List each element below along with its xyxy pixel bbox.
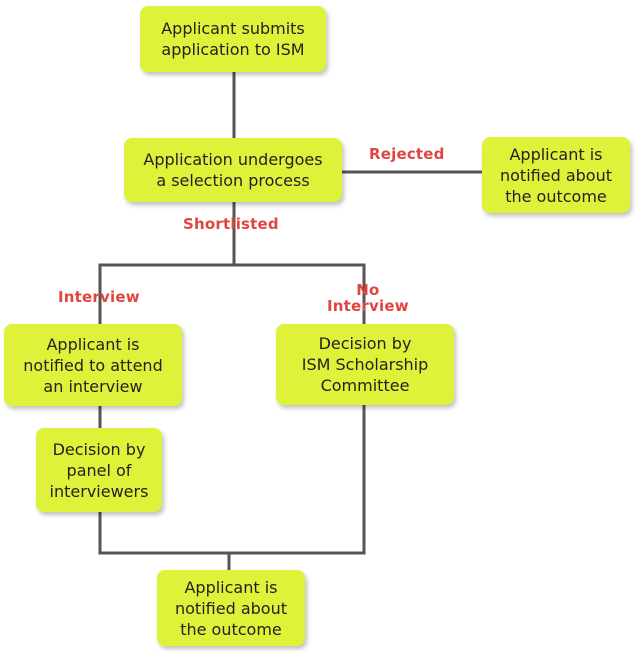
node-final-outcome: Applicant is notified about the outcome [157, 570, 305, 646]
node-selection-process-text: Application undergoes a selection proces… [143, 150, 323, 190]
label-rejected: Rejected [369, 145, 445, 163]
connector-panel-to-final [98, 510, 231, 572]
node-final-outcome-text: Applicant is notified about the outcome [175, 577, 287, 639]
label-no-interview: No Interview [327, 281, 409, 315]
node-rejected-outcome: Applicant is notified about the outcome [482, 137, 630, 213]
node-committee-decision-text: Decision by ISM Scholarship Committee [301, 334, 429, 395]
node-panel-decision: Decision by panel of interviewers [36, 428, 162, 512]
node-rejected-outcome-text: Applicant is notified about the outcome [500, 144, 612, 206]
node-applicant-submits-text: Applicant submits application to ISM [161, 19, 305, 59]
label-interview: Interview [58, 288, 140, 306]
label-shortlisted: Shortlisted [183, 215, 279, 233]
node-applicant-submits: Applicant submits application to ISM [140, 6, 326, 72]
connector-committee-to-final [227, 403, 366, 555]
node-committee-decision: Decision by ISM Scholarship Committee [276, 324, 454, 405]
connector-branch-split [98, 263, 366, 326]
node-interview-notify-text: Applicant is notified to attend an inter… [23, 334, 163, 396]
node-panel-decision-text: Decision by panel of interviewers [49, 439, 149, 501]
node-interview-notify: Applicant is notified to attend an inter… [4, 324, 182, 406]
node-selection-process: Application undergoes a selection proces… [124, 138, 342, 202]
